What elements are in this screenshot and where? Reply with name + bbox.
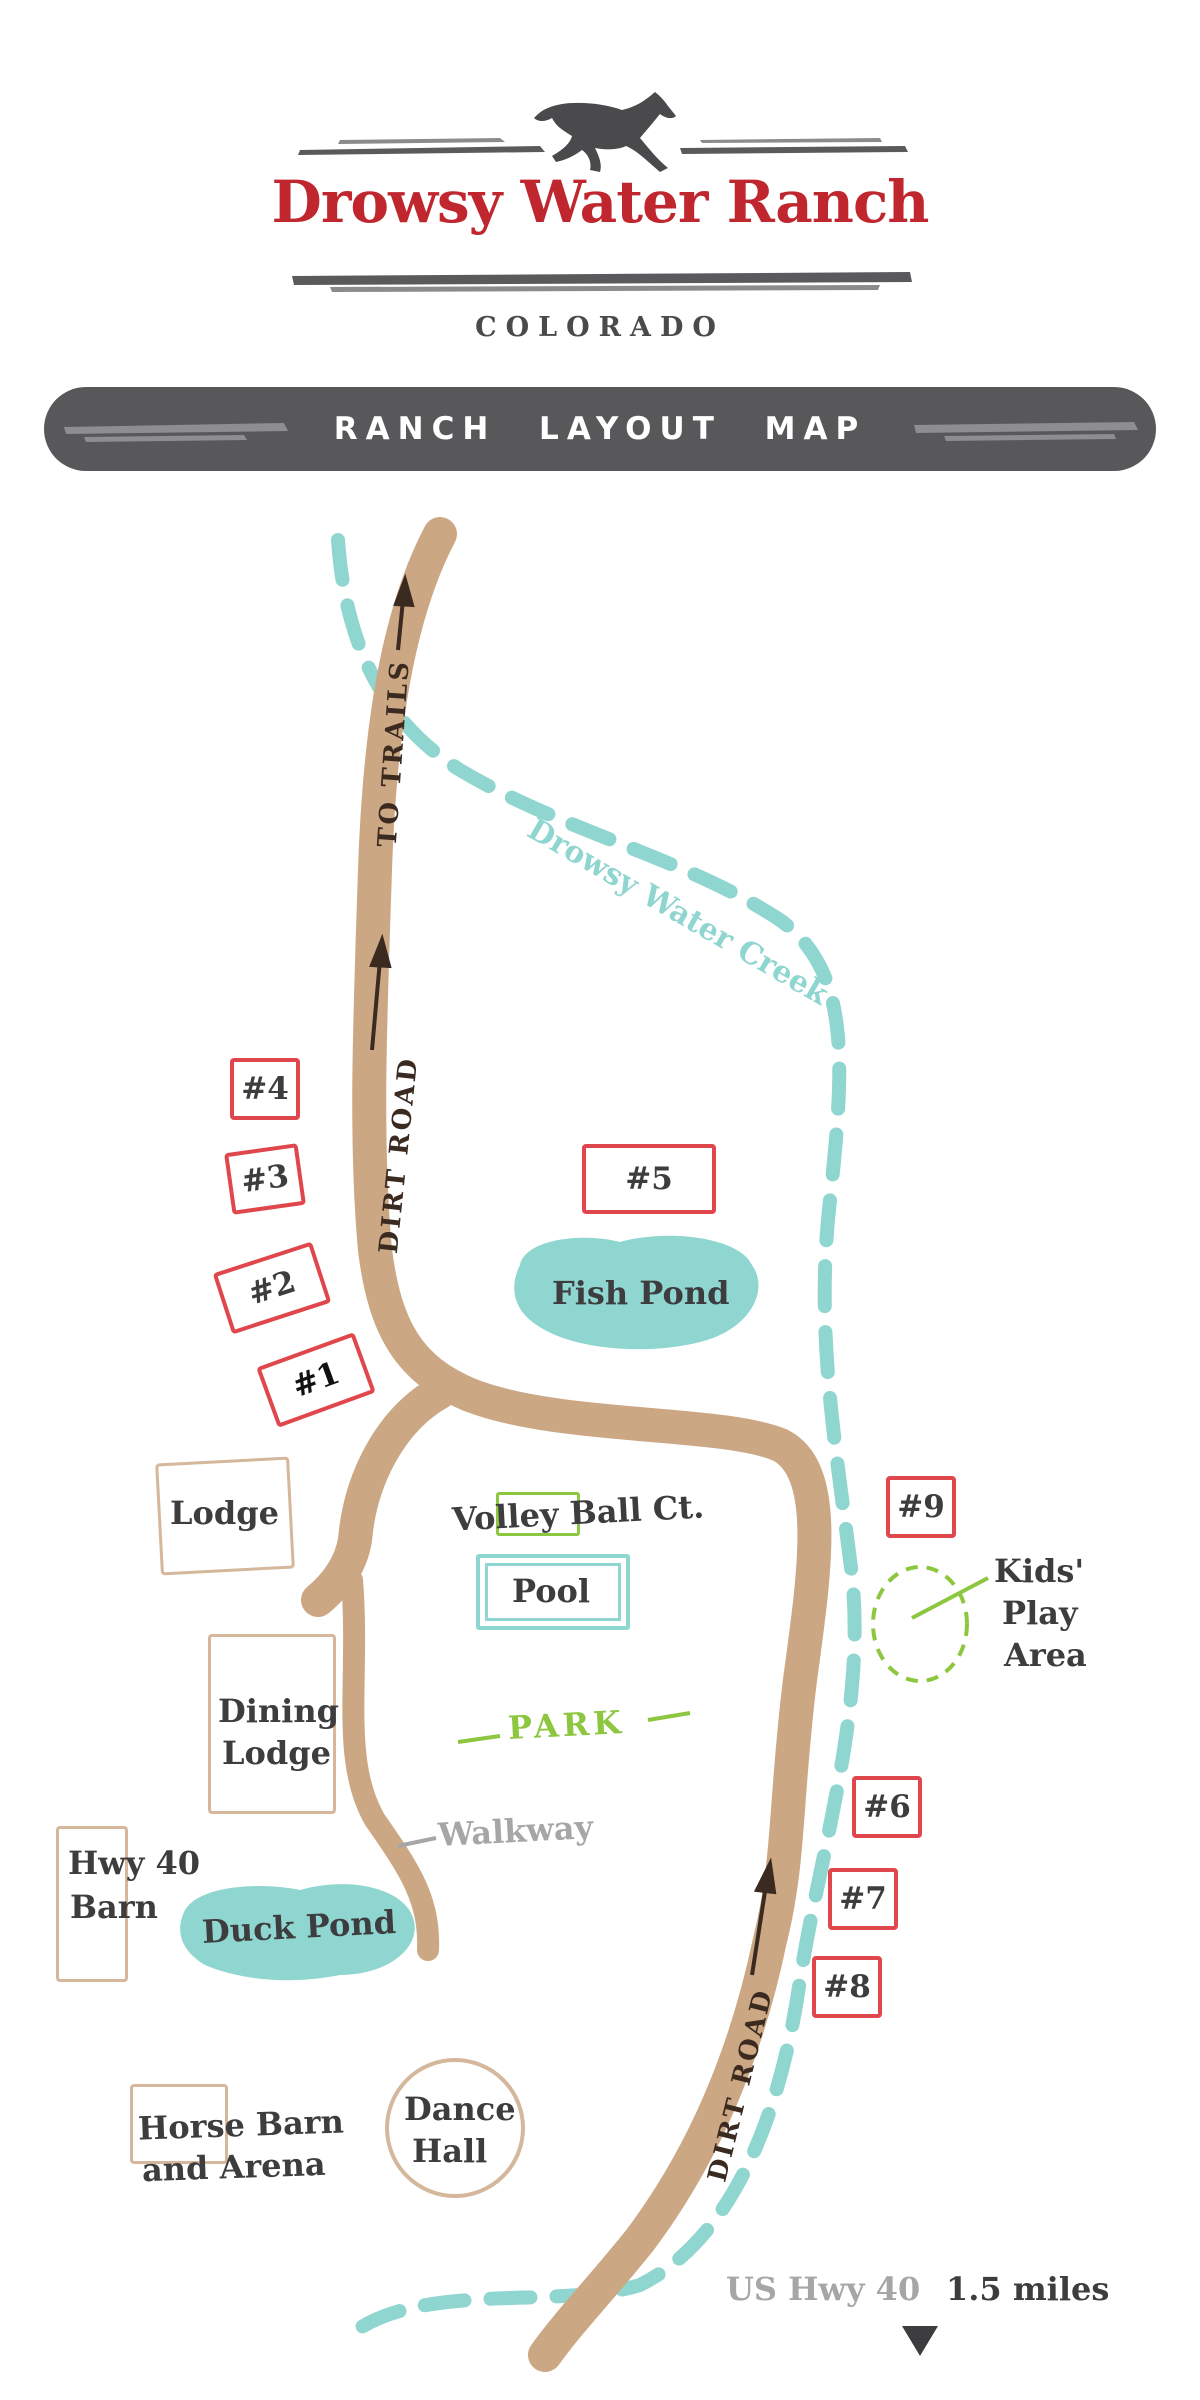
- walkway-pointer: [397, 1836, 437, 1848]
- hwy-40-barn-building: [56, 1826, 128, 1982]
- volleyball-court: [496, 1492, 580, 1536]
- walkway-path: [341, 1569, 440, 1961]
- kids-area-label-2: Play: [1002, 1594, 1078, 1632]
- highway-distance: 1.5 miles: [946, 2270, 1110, 2308]
- cabin-7: #7: [828, 1868, 898, 1930]
- pool-building: [476, 1554, 630, 1630]
- dirt-road-west: [301, 1375, 457, 1617]
- lodge-label: Lodge: [170, 1494, 279, 1532]
- road-arrows: [369, 573, 777, 1976]
- horse-barn-label-2: and Arena: [141, 2144, 327, 2190]
- kids-area-label-3: Area: [1004, 1636, 1087, 1674]
- fish-pond: [514, 1235, 759, 1350]
- brush-strokes: [292, 138, 912, 292]
- state-name: COLORADO: [475, 312, 725, 343]
- kids-area-label-1: Kids': [994, 1552, 1085, 1590]
- cabin-3: #3: [224, 1143, 306, 1215]
- hwy-barn-label-1: Hwy 40: [68, 1844, 201, 1882]
- dance-hall-label-2: Hall: [412, 2132, 488, 2170]
- park-label: PARK: [507, 1702, 626, 1748]
- dance-hall-label-1: Dance: [404, 2090, 516, 2128]
- cabin-5: #5: [582, 1144, 716, 1214]
- duck-pond: [180, 1884, 415, 1981]
- creek: [331, 533, 862, 2342]
- dining-lodge-building: [208, 1634, 336, 1814]
- dining-lodge-label-2: Lodge: [222, 1734, 331, 1772]
- walkway-label: Walkway: [437, 1807, 594, 1855]
- banner-title: RANCH LAYOUT MAP: [333, 411, 867, 447]
- pool-label: Pool: [512, 1572, 591, 1610]
- banner-brush-strokes: [64, 422, 1138, 442]
- header-decoration: [292, 92, 912, 292]
- cabin-8: #8: [812, 1956, 882, 2018]
- highway-arrow-icon: [902, 2326, 938, 2356]
- cabin-4: #4: [230, 1058, 300, 1120]
- horse-icon: [534, 92, 676, 172]
- fish-pond-label: Fish Pond: [552, 1274, 730, 1312]
- horse-barn-building: [130, 2084, 228, 2164]
- park-lines: [457, 1711, 691, 1744]
- map-title-banner: RANCH LAYOUT MAP: [44, 387, 1156, 471]
- dance-hall-building: [385, 2058, 525, 2198]
- cabin-9: #9: [886, 1476, 956, 1538]
- kids-play-area: [871, 1565, 969, 1683]
- dining-lodge-label-1: Dining: [218, 1692, 339, 1730]
- dirt-road-north: [352, 517, 487, 1412]
- highway-name: US Hwy 40: [726, 2270, 921, 2308]
- kids-area-pointer: [911, 1576, 989, 1620]
- dirt-road-loop: [453, 1378, 832, 2372]
- ranch-name: Drowsy Water Ranch: [271, 168, 930, 236]
- hwy-barn-label-2: Barn: [70, 1888, 158, 1926]
- cabin-6: #6: [852, 1776, 922, 1838]
